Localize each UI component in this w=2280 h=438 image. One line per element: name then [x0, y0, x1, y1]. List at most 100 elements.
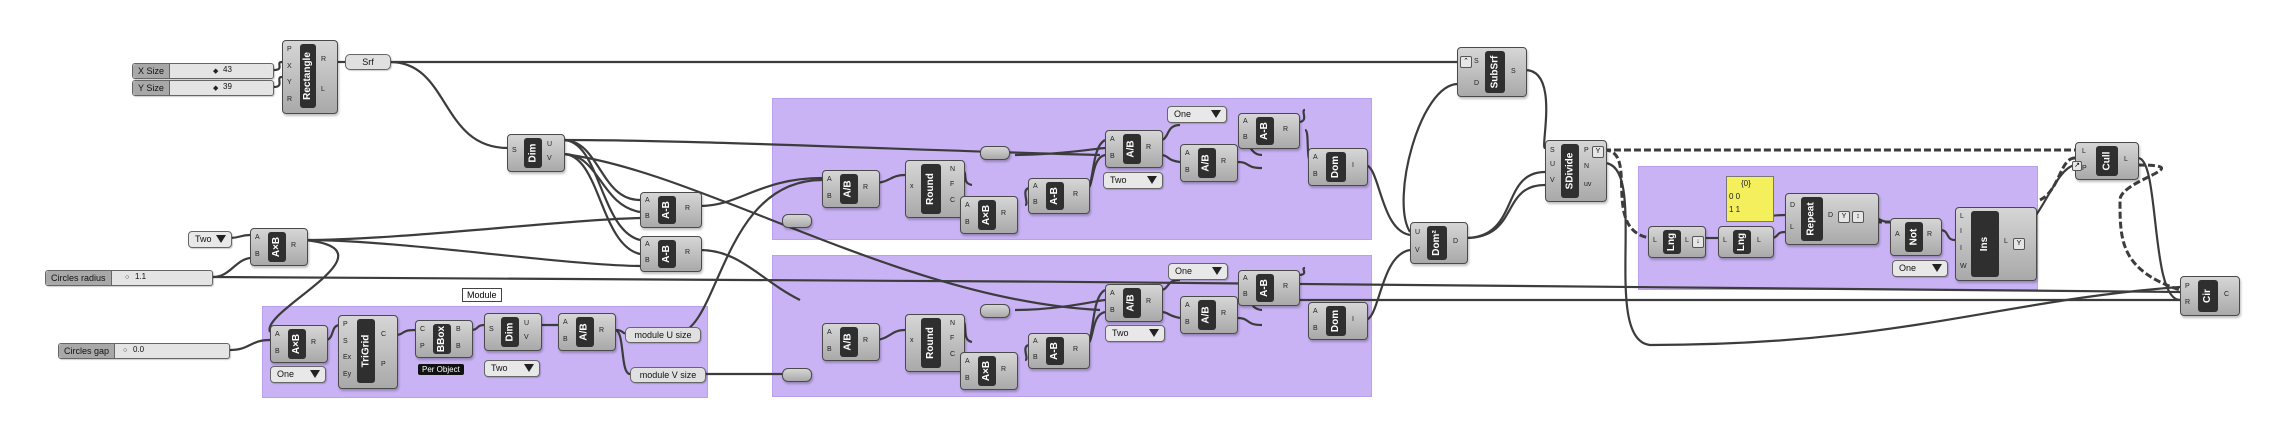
- component-label: A×B: [981, 360, 993, 382]
- component-label: Cull: [2100, 151, 2112, 171]
- slider-value: 0.0: [133, 345, 145, 354]
- component-label: A-B: [1049, 187, 1060, 205]
- circles-gap-slider[interactable]: Circles gap ○ 0.0: [58, 343, 230, 359]
- component-label: A/B: [842, 180, 854, 198]
- dropdown-one[interactable]: One: [1168, 263, 1228, 280]
- component-label: Dom: [1330, 309, 1342, 333]
- component-label: Rectangle: [302, 52, 314, 100]
- component-label: Dim: [504, 322, 515, 342]
- reparameterize-icon[interactable]: ⌃: [1460, 56, 1472, 68]
- graft-icon[interactable]: Y: [1838, 211, 1850, 223]
- relay[interactable]: [782, 214, 812, 228]
- component-label: A-B: [661, 201, 672, 219]
- data-panel[interactable]: {0} 0 0 1 1: [1726, 176, 1774, 222]
- lng-component[interactable]: L Lng L: [1718, 226, 1774, 258]
- component-label: A/B: [1200, 154, 1212, 172]
- relay[interactable]: [782, 368, 812, 382]
- not-component[interactable]: A Not R: [1890, 218, 1942, 256]
- component-label: Cir: [2202, 289, 2213, 303]
- component-label: A/B: [1125, 294, 1137, 312]
- graft-icon[interactable]: Y: [1592, 146, 1604, 158]
- component-label: A×B: [981, 204, 993, 226]
- slider-label: Circles gap: [59, 344, 116, 358]
- dropdown-two[interactable]: Two: [188, 231, 232, 248]
- component-label: Round: [925, 173, 936, 205]
- dropdown-two[interactable]: Two: [1103, 172, 1163, 189]
- component-label: BBox: [436, 325, 447, 353]
- y-size-slider[interactable]: Y Size ◆ 39: [132, 80, 274, 96]
- component-label: SDivide: [1564, 152, 1575, 190]
- graft-icon[interactable]: Y: [2013, 238, 2025, 250]
- component-label: A/B: [578, 323, 590, 341]
- relay[interactable]: [980, 304, 1010, 318]
- component-label: Not: [1907, 228, 1919, 246]
- component-label: Round: [925, 327, 936, 359]
- simplify-icon[interactable]: ↕: [1852, 211, 1864, 223]
- component-label: A/B: [842, 333, 854, 351]
- component-label: A×B: [291, 333, 303, 355]
- component-label: A-B: [1049, 342, 1060, 360]
- dropdown-two[interactable]: Two: [484, 360, 540, 377]
- component-label: Repeat: [1806, 202, 1818, 236]
- slider-value: 1.1: [135, 272, 147, 281]
- lng-component[interactable]: L Lng L ↓: [1648, 226, 1706, 258]
- flatten-icon[interactable]: ↓: [1692, 236, 1704, 248]
- component-label: Dom: [1330, 155, 1342, 179]
- dropdown-one[interactable]: One: [1892, 260, 1948, 277]
- component-label: A-B: [1259, 122, 1270, 140]
- dropdown-one[interactable]: One: [1167, 106, 1227, 123]
- component-label: Lng: [1736, 232, 1748, 252]
- component-label: A/B: [1200, 306, 1212, 324]
- dropdown-one[interactable]: One: [270, 366, 326, 383]
- x-size-slider[interactable]: X Size ◆ 43: [132, 63, 274, 79]
- per-object-tag: Per Object: [418, 364, 464, 375]
- component-label: Lng: [1666, 232, 1678, 252]
- module-v-size-panel[interactable]: module V size: [630, 367, 706, 383]
- circles-radius-slider[interactable]: Circles radius ○ 1.1: [45, 270, 213, 286]
- component-label: SubSrf: [1489, 55, 1500, 89]
- slider-label: Y Size: [133, 81, 170, 95]
- invert-icon[interactable]: ↗: [2072, 161, 2082, 171]
- module-group-label: Module: [462, 288, 502, 302]
- dropdown-two[interactable]: Two: [1105, 325, 1165, 342]
- module-u-size-panel[interactable]: module U size: [625, 327, 701, 343]
- component-label: A-B: [1259, 279, 1270, 297]
- component-label: A-B: [661, 245, 672, 263]
- srf-panel[interactable]: Srf: [345, 54, 391, 70]
- relay[interactable]: [980, 146, 1010, 160]
